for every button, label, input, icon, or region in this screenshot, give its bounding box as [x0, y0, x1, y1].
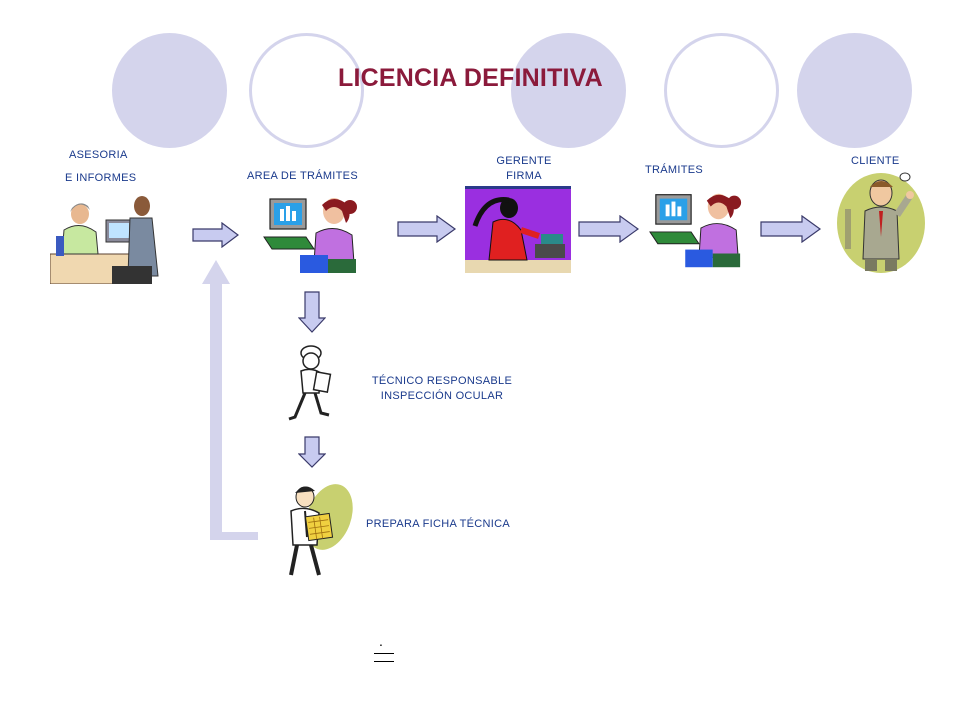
gerente-illustration [465, 186, 571, 273]
label-tecnico: TÉCNICO RESPONSABLE INSPECCIÓN OCULAR [367, 374, 517, 404]
tecnico-illustration [288, 345, 332, 421]
ficha-illustration [289, 484, 353, 576]
asesoria-illustration [50, 196, 159, 284]
label-tecnico-line1: TÉCNICO RESPONSABLE [371, 375, 513, 387]
page-title: LICENCIA DEFINITIVA [338, 64, 603, 92]
label-gerente-line1: GERENTE [496, 155, 552, 167]
footer-line-2 [374, 661, 394, 662]
cliente-illustration [837, 172, 925, 273]
label-area-tramites: AREA DE TRÁMITES [247, 170, 358, 182]
decor-circle-4 [664, 33, 779, 148]
label-asesoria-line1: ASESORIA [69, 149, 128, 161]
label-ficha: PREPARA FICHA TÉCNICA [366, 518, 511, 530]
area-tramites-illustration [263, 198, 357, 273]
arrow-down-2-icon [298, 436, 326, 468]
footer-line-1 [374, 653, 394, 654]
label-tramites: TRÁMITES [645, 164, 704, 176]
label-asesoria: ASESORIA [69, 148, 128, 163]
label-cliente: CLIENTE [851, 155, 900, 167]
arrow-down-1-icon [298, 291, 326, 333]
arrow-3-icon [578, 215, 640, 243]
decor-circle-1 [112, 33, 227, 148]
label-informes: E INFORMES [65, 172, 137, 184]
arrow-4-icon [760, 215, 822, 243]
arrow-2-icon [397, 215, 457, 243]
label-tecnico-line2: INSPECCIÓN OCULAR [380, 390, 504, 402]
tramites-illustration [649, 193, 742, 268]
decor-circle-2 [249, 33, 364, 148]
label-gerente-line2: FIRMA [506, 170, 542, 182]
decor-circle-5 [797, 33, 912, 148]
decor-circle-3 [511, 33, 626, 148]
arrow-1-icon [192, 222, 239, 248]
label-gerente: GERENTE FIRMA [492, 154, 556, 184]
footer-mark: . [379, 633, 383, 649]
return-arrow-icon [202, 260, 258, 540]
